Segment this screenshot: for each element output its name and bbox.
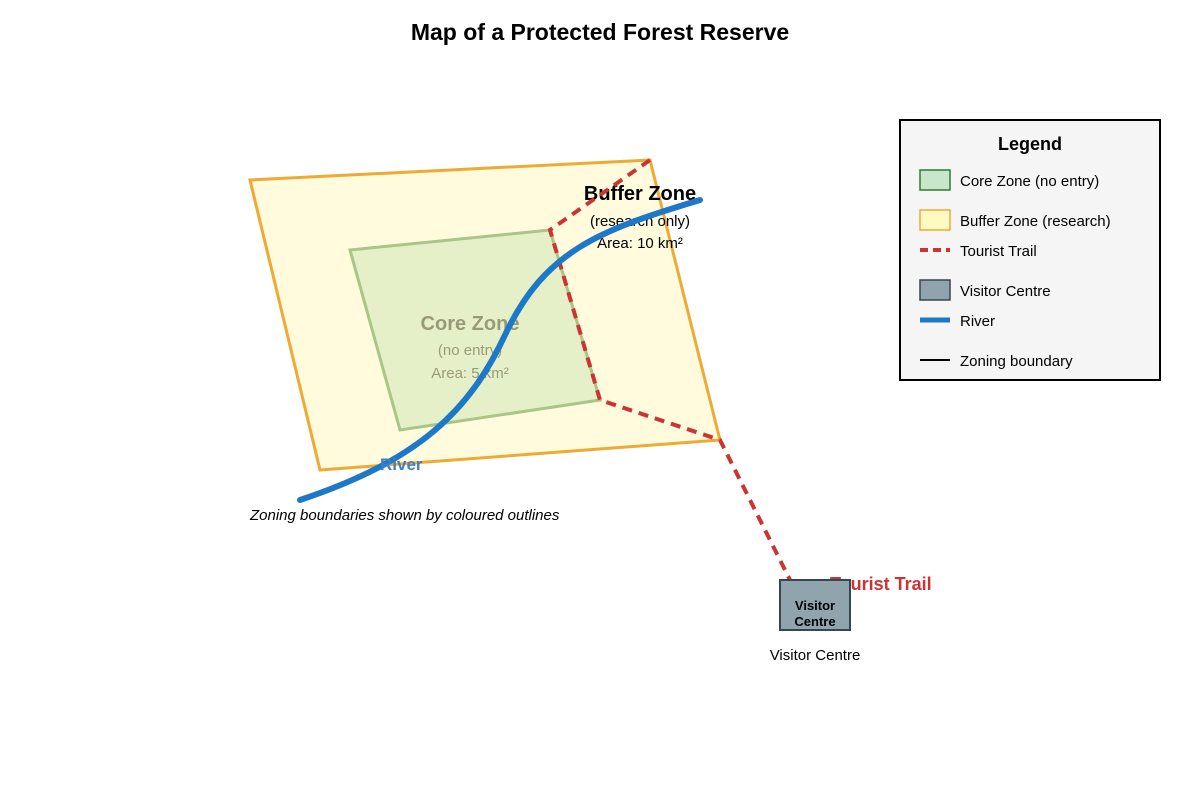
buffer-zone-name: Buffer Zone [584,183,696,205]
map-title: Map of a Protected Forest Reserve [411,19,789,45]
core-zone-area-label: Area: 5 km² [431,365,509,382]
visitor-centre-inner-line2: Centre [794,614,835,629]
legend-title: Legend [998,134,1062,154]
legend-buffer-swatch [919,209,951,231]
buffer-zone-area-label: Area: 10 km² [597,235,683,252]
legend-box [899,119,1161,381]
core-zone-name: Core Zone [421,313,520,335]
legend: Legend Core Zone (no entry) Buffer Zone … [899,119,1161,381]
legend-label-boundary: Zoning boundary [960,353,1073,370]
tourist-trail-path [547,158,792,581]
legend-label-core: Core Zone (no entry) [960,173,1099,190]
visitor-centre-building [779,579,851,631]
river-label: River [380,455,423,474]
core-zone-access: (no entry) [438,342,502,359]
visitor-centre-inner-line1: Visitor [795,598,835,613]
legend-visitor-swatch [919,279,951,301]
tourist-trail-label: Tourist Trail [830,574,932,594]
legend-core-swatch [919,169,951,191]
river-path [297,197,703,503]
legend-label-buffer: Buffer Zone (research) [960,213,1111,230]
legend-label-visitor: Visitor Centre [960,283,1051,300]
legend-label-trail: Tourist Trail [960,243,1037,260]
visitor-centre-caption: Visitor Centre [770,647,861,664]
legend-label-river: River [960,313,995,330]
zoning-note: Zoning boundaries shown by coloured outl… [249,507,560,524]
